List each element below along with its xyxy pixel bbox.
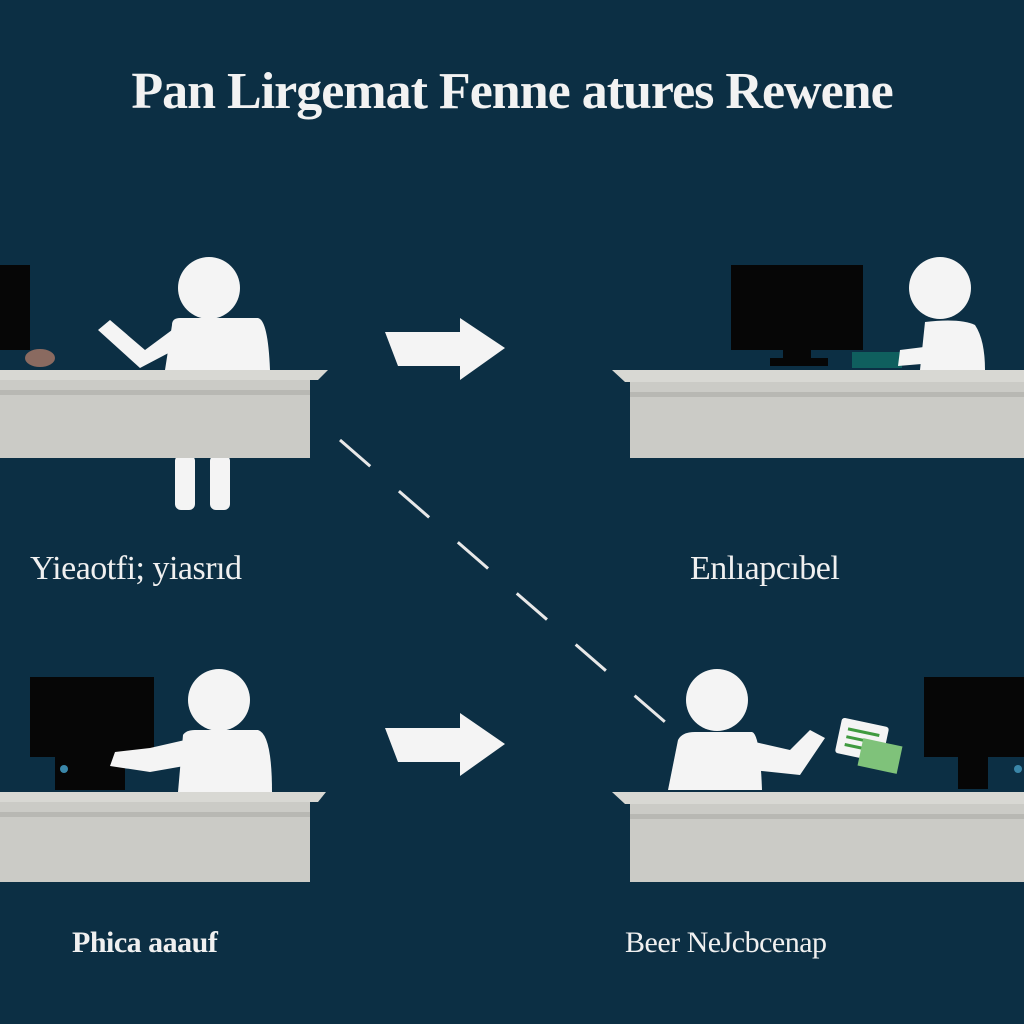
desk-icon	[0, 792, 326, 882]
mouse-icon	[25, 349, 55, 367]
document-icon	[835, 717, 903, 774]
diagram-title: Pan Lirgemat Fenne atures Rewene	[131, 63, 893, 120]
person-icon	[898, 257, 985, 370]
caption-top-right: Enlıapcıbel	[690, 550, 840, 587]
keyboard-icon	[852, 352, 902, 368]
workstation-top-right	[612, 257, 1024, 458]
person-icon	[110, 669, 272, 792]
desk-icon	[612, 792, 1024, 882]
person-icon	[668, 669, 825, 790]
desk-icon	[0, 370, 328, 458]
person-icon	[98, 257, 270, 510]
right-arrow-icon	[385, 318, 505, 380]
monitor-icon	[924, 677, 1024, 757]
dashed-connector-line	[339, 438, 681, 737]
workstation-top-left	[0, 257, 328, 510]
monitor-icon	[0, 265, 30, 350]
workstation-bottom-left	[0, 669, 326, 882]
workstation-bottom-right	[612, 669, 1024, 882]
caption-top-left: Yieaotfi; yiasrıd	[30, 550, 242, 587]
caption-bottom-left: Phica aaauf	[72, 926, 218, 959]
right-arrow-icon	[385, 713, 505, 776]
monitor-icon	[731, 265, 863, 350]
monitor-icon	[30, 677, 154, 757]
caption-bottom-right: Beer NeJcbcenap	[625, 926, 827, 959]
desk-icon	[612, 370, 1024, 458]
